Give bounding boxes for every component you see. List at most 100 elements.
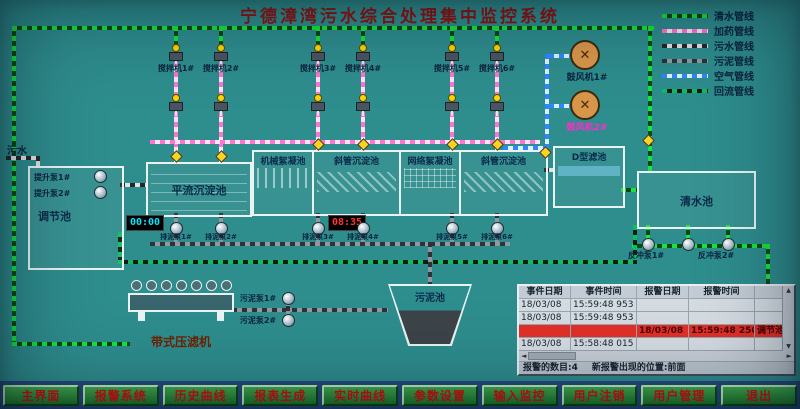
mixer-icon[interactable] — [169, 44, 183, 66]
nav-parameter-settings-button[interactable]: 参数设置 — [401, 385, 478, 406]
mud-pump-icon[interactable] — [357, 222, 370, 235]
lift-pump-icon[interactable] — [94, 186, 107, 199]
table-row-alarm[interactable]: 18/03/08 15:59:48 250 调节池液位 — [519, 325, 794, 338]
mixer-icon[interactable] — [311, 94, 325, 116]
nav-history-curve-button[interactable]: 历史曲线 — [162, 385, 239, 406]
pipe-sewage-inlet-drop — [36, 156, 40, 168]
pipe-feed-mixer2 — [219, 26, 223, 44]
backwash-pump-icon[interactable] — [722, 238, 735, 251]
scroll-right-icon[interactable]: ► — [786, 352, 792, 360]
tank-regulating: 调节池 — [28, 166, 124, 270]
mud-pump-icon[interactable] — [170, 222, 183, 235]
nav-exit-button[interactable]: 退出 — [721, 385, 797, 406]
cell-alarm-time: 15:59:48 250 — [689, 325, 755, 338]
legend-item: 清水管线 — [662, 8, 754, 23]
mixer-icon[interactable] — [356, 94, 370, 116]
nav-alarm-system-button[interactable]: 报警系统 — [82, 385, 159, 406]
vertical-scrollbar[interactable]: ▲ ▼ — [782, 286, 794, 351]
mixer-icon[interactable] — [356, 44, 370, 66]
mixer-label: 搅拌机4# — [344, 64, 382, 73]
tank-pattern — [317, 172, 396, 192]
cell-event-time: 15:59:48 953 — [571, 312, 637, 325]
valve-icon[interactable] — [642, 134, 655, 147]
tank-label: 污泥池 — [415, 293, 445, 304]
tank-label: 清水池 — [680, 195, 713, 208]
pipe-return-right — [633, 225, 637, 260]
lift-pump-icon[interactable] — [94, 170, 107, 183]
blower-fan-icon[interactable]: ✕ — [570, 90, 600, 120]
roller-icon — [145, 280, 157, 291]
mud-pump-icon[interactable] — [215, 222, 228, 235]
scroll-up-icon[interactable]: ▲ — [786, 287, 791, 294]
scroll-left-icon[interactable]: ◄ — [521, 352, 527, 360]
pipe-dosing-v1b — [174, 112, 178, 162]
pipe-dosing-v2b — [219, 112, 223, 162]
belt-press-machine — [128, 280, 234, 321]
cell-event-time — [571, 325, 637, 338]
mixer-label: 搅拌机6# — [478, 64, 516, 73]
blower-fan-icon[interactable]: ✕ — [570, 40, 600, 70]
sludge-pump-icon[interactable] — [282, 314, 295, 327]
tank-pattern — [464, 172, 543, 192]
backwash-pump-icon[interactable] — [642, 238, 655, 251]
table-row[interactable]: 18/03/08 15:59:48 953 — [519, 312, 794, 325]
mud-pump-icon[interactable] — [491, 222, 504, 235]
nav-report-button[interactable]: 报表生成 — [242, 385, 319, 406]
mixer-icon[interactable] — [311, 44, 325, 66]
mud-pump-icon[interactable] — [312, 222, 325, 235]
scroll-down-icon[interactable]: ▼ — [786, 343, 791, 350]
valve-icon[interactable] — [170, 150, 183, 163]
alarm-table-header: 事件日期 事件时间 报警日期 报警时间 — [519, 286, 794, 299]
nav-input-monitor-button[interactable]: 输入监控 — [481, 385, 558, 406]
alarm-position: 新报警出现的位置:前面 — [591, 363, 686, 373]
table-row[interactable]: 18/03/08 15:58:48 015 — [519, 338, 794, 351]
pipe-dosing-v6b — [495, 112, 499, 150]
roller-icon — [160, 280, 172, 291]
mixer-icon[interactable] — [169, 94, 183, 116]
scrollbar-thumb[interactable] — [528, 352, 577, 360]
valve-icon[interactable] — [215, 150, 228, 163]
mixer-icon[interactable] — [445, 94, 459, 116]
cell-event-date: 18/03/08 — [519, 338, 571, 351]
mud-pump-icon[interactable] — [446, 222, 459, 235]
roller-icon — [220, 280, 232, 291]
backwash-pump-icon[interactable] — [682, 238, 695, 251]
pipe-dosing-v3a — [316, 62, 320, 94]
pipe-pool-to-press — [232, 308, 388, 312]
legend-label: 污泥管线 — [714, 57, 754, 68]
lift-pump-label: 提升泵2# — [34, 189, 71, 198]
cell-alarm-time — [689, 299, 755, 312]
legend-label: 加药管线 — [714, 27, 754, 38]
dosing-line-icon — [662, 28, 708, 33]
tank-sludge-pool: 污泥池 — [388, 284, 472, 346]
horizontal-scrollbar[interactable]: ◄ ► — [519, 351, 794, 362]
nav-user-logout-button[interactable]: 用户注销 — [561, 385, 638, 406]
pipe-air-header — [503, 146, 545, 150]
column-header: 报警日期 — [637, 286, 689, 299]
pipe-feed-mixer4 — [361, 26, 365, 44]
table-row[interactable]: 18/03/08 15:59:48 953 — [519, 299, 794, 312]
mud-pump-label: 排泥泵5# — [436, 233, 468, 241]
mixer-icon[interactable] — [490, 44, 504, 66]
pipe-clearwater-bottomleft — [12, 342, 130, 346]
pipe-air-blower2 — [549, 104, 570, 108]
pipe-feed-mixer1 — [174, 26, 178, 44]
mixer-icon[interactable] — [445, 44, 459, 66]
tank-pattern — [257, 168, 309, 188]
cell-event-time: 15:59:48 953 — [571, 299, 637, 312]
nav-main-button[interactable]: 主界面 — [3, 385, 79, 406]
legend-item: 加药管线 — [662, 23, 754, 38]
mixer-icon[interactable] — [490, 94, 504, 116]
cell-alarm-date — [637, 312, 689, 325]
tank-clear-water: 清水池 — [637, 171, 756, 229]
pipe-filter-to-clearwell — [621, 188, 637, 192]
pipe-clearwater-left — [12, 26, 16, 346]
mixer-label: 搅拌机3# — [299, 64, 337, 73]
mixer-icon[interactable] — [214, 94, 228, 116]
alarm-table-inner: 事件日期 事件时间 报警日期 报警时间 18/03/08 15:59:48 95… — [519, 286, 794, 374]
nav-realtime-curve-button[interactable]: 实时曲线 — [322, 385, 398, 406]
nav-user-management-button[interactable]: 用户管理 — [641, 385, 718, 406]
pipe-dosing-v5b — [450, 112, 454, 150]
mixer-icon[interactable] — [214, 44, 228, 66]
sludge-pump-icon[interactable] — [282, 292, 295, 305]
